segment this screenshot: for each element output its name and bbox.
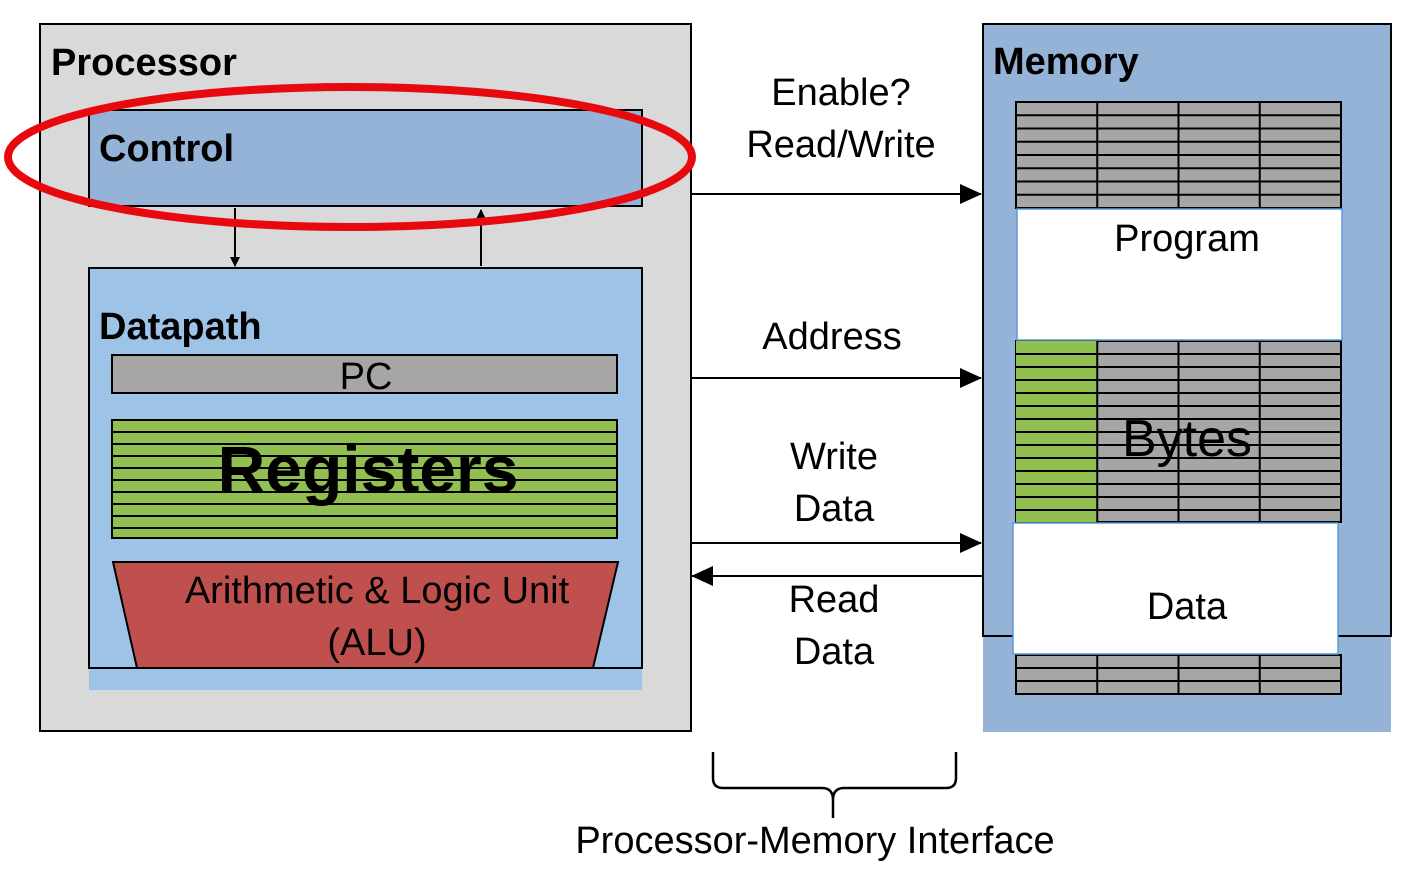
registers-label: Registers [218, 432, 519, 506]
program-label: Program [1114, 218, 1260, 260]
datapath-label: Datapath [99, 306, 262, 348]
datapath-shadow [89, 668, 642, 690]
write-data-label-line2: Data [794, 488, 875, 530]
control-highlight-ellipse [4, 83, 696, 231]
alu-line2: (ALU) [327, 622, 426, 664]
processor-title: Processor [51, 42, 237, 84]
pc-label: PC [340, 356, 393, 398]
pc-register [111, 354, 618, 394]
memory-block: Memory Program Data Bytes [982, 23, 1392, 732]
memory-cells-middle [1015, 340, 1342, 523]
address-label: Address [762, 316, 901, 358]
memory-title: Memory [993, 41, 1139, 83]
enable-label-line2: Read/Write [746, 124, 935, 166]
data-region [1012, 522, 1339, 655]
register-lines [112, 431, 617, 529]
alu-line1: Arithmetic & Logic Unit [185, 570, 570, 612]
processor-block: Processor Control Datapath PC Registers … [39, 23, 692, 732]
read-data-label-line1: Read [789, 579, 880, 621]
enable-label-line1: Enable? [771, 72, 910, 114]
memory-cells-bottom [1015, 654, 1342, 695]
interface-signals: Enable? Read/Write Address Write Data Re… [690, 72, 983, 673]
interface-label: Processor-Memory Interface [575, 820, 1054, 862]
data-label: Data [1147, 586, 1228, 628]
control-box [88, 109, 643, 207]
bytes-label: Bytes [1122, 410, 1252, 468]
read-data-label-line2: Data [794, 631, 875, 673]
program-region [1016, 208, 1343, 341]
write-data-label-line1: Write [790, 436, 878, 478]
memory-cells-top [1015, 101, 1342, 209]
alu-shape [111, 561, 620, 669]
interface-brace [711, 752, 958, 818]
control-label: Control [99, 128, 234, 170]
